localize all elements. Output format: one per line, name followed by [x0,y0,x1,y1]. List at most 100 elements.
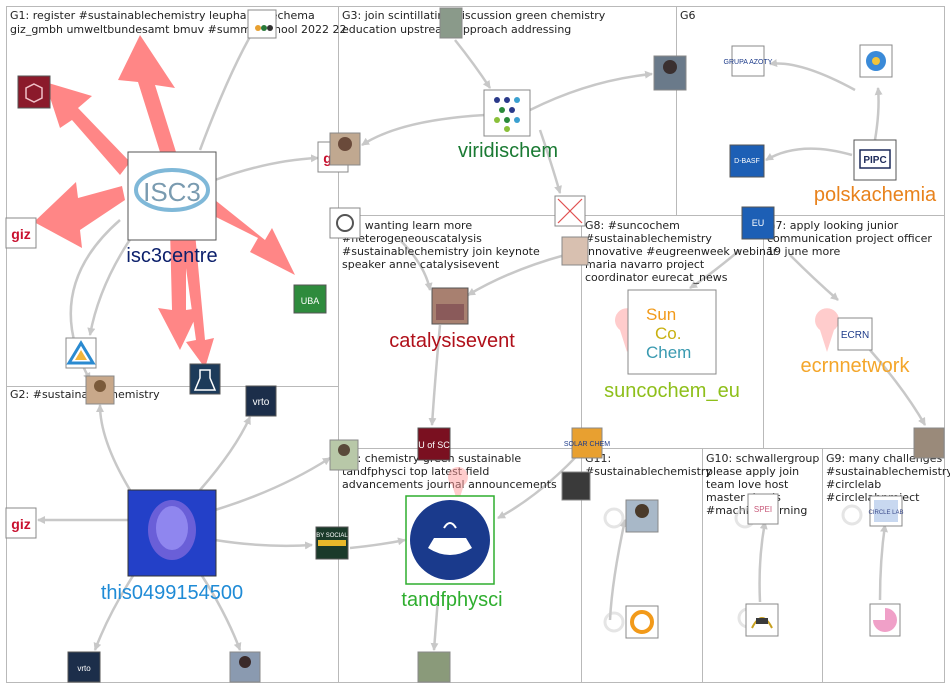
node-triangle-logo[interactable] [65,337,97,369]
node-isc3centre[interactable]: ISC3 [127,151,217,241]
node-giz-g1[interactable]: giz [5,217,37,249]
label-tandfphysci: tandfphysci [401,589,502,611]
edge [878,524,888,601]
svg-text:Chem: Chem [646,343,691,362]
svg-text:Sun: Sun [646,305,676,324]
svg-text:SPEI: SPEI [754,505,772,514]
edge [758,521,768,603]
edges-gray [37,27,927,651]
edge [538,129,562,194]
node-circlelab[interactable]: CIRCLE LAB [868,495,904,527]
edge [869,349,927,426]
edge [193,564,242,651]
edges-g1-heavy [34,35,295,368]
pin-icon [815,308,840,352]
node-person-g4-bottom[interactable] [417,651,451,683]
node-uofsc[interactable]: U of SC [417,427,451,461]
node-eu-logo[interactable]: EU [741,206,775,240]
edge [158,228,200,350]
svg-text:giz: giz [11,516,30,532]
svg-text:PIPC: PIPC [863,155,886,166]
node-spei[interactable]: SPEI [747,493,779,525]
node-g5-right[interactable] [561,236,589,266]
edge [180,222,214,368]
node-social-logo[interactable]: BY SOCIAL [315,526,349,560]
label-viridischem: viridischem [458,140,558,162]
node-viridischem[interactable] [483,89,531,137]
node-small-logo-top[interactable] [247,9,277,39]
pin-icon [603,507,625,529]
edge [361,113,486,147]
node-dark-square[interactable] [561,471,591,501]
node-uba[interactable]: UBA [293,284,327,314]
group-label-g2: G2: #sustainablechemistry [10,388,160,401]
node-person-g2-top[interactable] [85,375,115,405]
node-ecrnnetwork[interactable]: ECRN [837,317,873,351]
edge [212,200,295,275]
edge [873,87,883,141]
node-g5-logo[interactable] [329,207,361,239]
edge [349,537,406,550]
group-label-g11: G11:#sustainablechemistry [585,452,712,478]
node-suncochem[interactable]: Sun Co. Chem [627,289,717,375]
node-person-g2-bottom[interactable] [229,651,261,683]
group-label-g6: G6 [680,9,696,22]
node-person-g3-right[interactable] [653,55,687,91]
node-tandfphysci[interactable] [405,495,495,585]
pin-icon [841,504,863,526]
node-flask-logo[interactable] [189,363,221,395]
node-giz-g2[interactable]: giz [5,507,37,539]
group-boxes [6,6,945,683]
edge [467,253,566,297]
node-person-g2-mid[interactable] [329,439,359,471]
node-vrto[interactable]: vrto [245,385,277,417]
node-solar[interactable]: SOLAR CHEM [564,427,610,459]
edge [118,35,176,152]
svg-text:SOLAR CHEM: SOLAR CHEM [564,441,610,448]
svg-text:GRUPA AZOTY: GRUPA AZOTY [724,59,773,66]
label-catalysisevent: catalysisevent [389,330,515,352]
node-catalysisevent[interactable] [431,287,469,325]
svg-text:vrto: vrto [253,397,270,408]
edge [789,254,839,301]
pin-icon [448,467,469,503]
svg-text:vrto: vrto [77,664,91,673]
node-person-g7[interactable] [913,427,945,459]
edge [430,597,440,651]
node-red-cube[interactable] [17,75,51,109]
svg-text:D-BASF: D-BASF [734,158,760,165]
pin-icon [603,611,625,633]
node-broken-image[interactable] [554,195,586,227]
edge [608,519,628,621]
label-ecrnnetwork: ecrnnetwork [801,355,911,377]
node-person-g3-left[interactable] [329,132,361,166]
group-label-g3: G3: join scintillating discussion green … [342,9,606,36]
node-pie-logo[interactable] [869,603,901,637]
node-polskachemia[interactable]: PIPC [853,139,897,181]
node-person-g3-top[interactable] [439,7,463,39]
edge [198,27,257,151]
edge [765,147,853,162]
label-this0499154500: this0499154500 [101,582,243,604]
edge [769,59,856,92]
group-box-g9 [822,448,945,683]
label-polskachemia: polskachemia [814,184,937,206]
node-grupa-azoty[interactable]: GRUPA AZOTY [724,45,773,77]
node-vrto-bottom[interactable]: vrto [67,651,101,683]
svg-text:EU: EU [752,218,765,228]
edge [214,456,331,512]
node-this0499154500[interactable] [127,489,217,577]
svg-text:Co.: Co. [655,324,681,343]
group-label-g5: G5: wanting learn more#heterogeneouscata… [342,219,540,271]
edge [93,564,142,651]
node-person-g11[interactable] [625,499,659,533]
node-flower-logo[interactable] [859,44,893,78]
node-award[interactable] [745,603,779,637]
node-basf[interactable]: D-BASF [729,144,765,178]
edge [45,82,130,175]
node-orange-ring[interactable] [625,605,659,639]
